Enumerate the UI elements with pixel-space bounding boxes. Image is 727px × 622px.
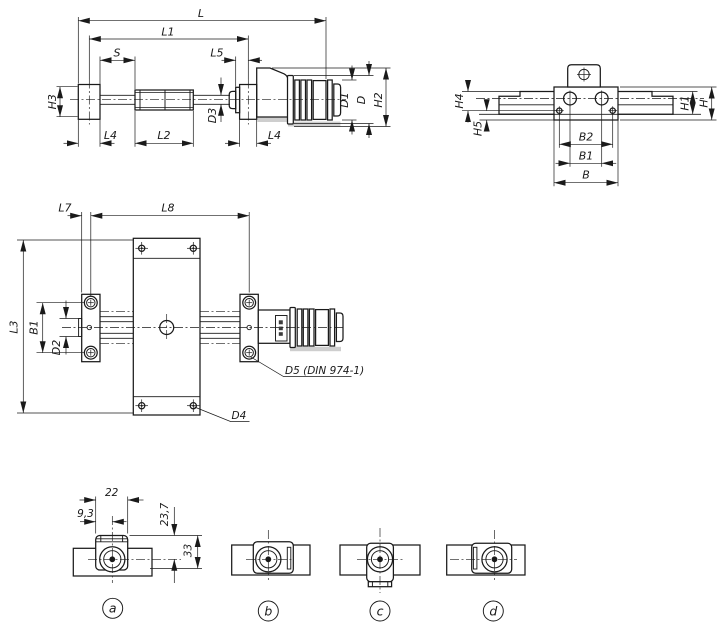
end-view-extension-lines [462, 86, 717, 187]
dim-label-B1-top: B1 [27, 320, 40, 335]
variant-badge-d [482, 600, 504, 622]
variant-letter-d: d [489, 603, 497, 618]
dim-label-22: 22 [105, 487, 119, 499]
right-rail-profile [618, 90, 674, 115]
clamp-housing [256, 67, 289, 118]
dim-label-L3: L3 [8, 320, 21, 333]
side-view-dimensions: L L1 S L5 H3 L4 L2 L4 D3 D1 [46, 7, 389, 147]
dim-label-H2: H2 [372, 92, 385, 107]
top-view-extension-lines [17, 212, 250, 414]
dim-label-D3: D3 [206, 108, 219, 123]
dim-label-33: 33 [182, 544, 194, 557]
variant-letter-b: b [264, 603, 272, 618]
dim-label-B2: B2 [579, 130, 594, 143]
callout-label-d4: D4 [232, 410, 247, 422]
dim-label-H4: H4 [453, 93, 466, 108]
end-view: H4 H5 H1 H B2 B1 B [453, 64, 717, 187]
dim-label-L4-right: L4 [268, 129, 281, 142]
side-view-shadows [257, 117, 341, 127]
dim-label-L4-left: L4 [104, 129, 117, 142]
knob-label-plate [275, 315, 288, 342]
dim-label-L8: L8 [161, 202, 174, 215]
variant-letter-a: a [109, 601, 117, 616]
carriage-block [553, 86, 619, 121]
variant-badge-a [102, 597, 124, 619]
dim-label-D2: D2 [50, 340, 63, 355]
callout-leader-d5 [249, 356, 352, 377]
variant-letter-c: c [377, 603, 384, 618]
dim-label-H1: H1 [679, 95, 692, 110]
top-view-parts [78, 237, 344, 416]
dim-label-H5: H5 [472, 121, 485, 136]
dim-label-L1: L1 [161, 25, 174, 38]
variant-c: c [339, 528, 421, 622]
side-view-centerlines [70, 79, 346, 125]
detail-views: 22 9,3 23,7 33 a b [72, 487, 526, 622]
spindle-nose [228, 90, 237, 110]
end-view-dimensions: H4 H5 H1 H B2 B1 B [453, 80, 715, 186]
dim-label-L2: L2 [157, 129, 170, 142]
variant-badge-b [257, 600, 279, 622]
top-view-shadows [290, 346, 341, 352]
dim-label-L5: L5 [210, 46, 223, 59]
top-view-centerlines [62, 311, 344, 344]
end-view-parts [479, 64, 701, 121]
dim-label-D1: D1 [338, 92, 351, 107]
dim-label-9-3: 9,3 [77, 508, 94, 520]
dim-label-B: B [582, 169, 590, 182]
dim-label-23-7: 23,7 [159, 502, 171, 526]
dim-label-L: L [198, 7, 204, 20]
top-view-dimensions: L7 L8 L3 B1 D2 D5 (DIN 974-1) D4 [8, 202, 364, 423]
side-view-extension-lines [56, 17, 391, 147]
dim-label-H3: H3 [46, 94, 59, 109]
variant-b: b [231, 530, 311, 622]
left-center-hole [86, 324, 92, 331]
callout-label-d5: D5 (DIN 974-1) [285, 365, 364, 377]
variant-badge-c [369, 600, 391, 622]
dim-label-B1-end: B1 [579, 149, 594, 162]
callout-leader-d4 [194, 406, 250, 422]
dim-label-L7: L7 [58, 202, 71, 215]
dim-label-H: H [698, 99, 711, 107]
top-view: L7 L8 L3 B1 D2 D5 (DIN 974-1) D4 [8, 202, 364, 423]
side-view: L L1 S L5 H3 L4 L2 L4 D3 D1 [46, 7, 391, 147]
variant-d: d [446, 530, 526, 622]
knob-end-cap [333, 83, 342, 117]
variant-a: 22 9,3 23,7 33 a [72, 487, 202, 619]
clamp-housing-top [257, 309, 291, 344]
dim-label-S: S [114, 46, 121, 59]
dim-label-D: D [355, 96, 368, 104]
